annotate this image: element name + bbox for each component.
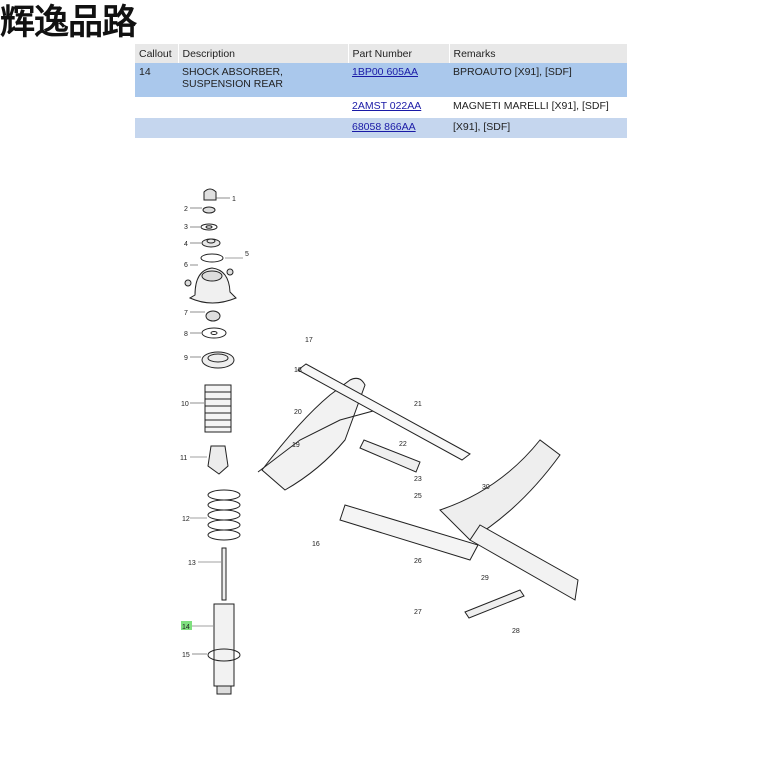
callout-label: 19 xyxy=(292,442,300,449)
callout-label: 3 xyxy=(184,224,188,231)
cell-remarks: MAGNETI MARELLI [X91], [SDF] xyxy=(449,97,627,118)
callout-label: 2 xyxy=(184,206,188,213)
callout-label: 22 xyxy=(399,441,407,448)
callout-label: 15 xyxy=(182,652,190,659)
callout-label: 26 xyxy=(414,558,422,565)
col-header-description: Description xyxy=(178,44,349,63)
callout-label: 11 xyxy=(180,455,187,462)
cell-description xyxy=(178,118,348,138)
callout-label: 28 xyxy=(512,628,520,635)
callout-label: 13 xyxy=(188,560,196,567)
callout-label: 10 xyxy=(181,401,189,408)
callout-label: 29 xyxy=(481,575,489,582)
callout-label: 16 xyxy=(312,541,320,548)
callout-label: 21 xyxy=(414,401,422,408)
col-header-part-number: Part Number xyxy=(348,44,450,63)
callout-label: 9 xyxy=(184,355,188,362)
cell-callout: 14 xyxy=(135,63,178,97)
callout-label: 30 xyxy=(482,484,490,491)
callout-label: 27 xyxy=(414,609,422,616)
cell-remarks: [X91], [SDF] xyxy=(449,118,627,138)
callout-label: 25 xyxy=(414,493,422,500)
part-number-link[interactable]: 2AMST 022AA xyxy=(352,100,422,112)
col-header-callout: Callout xyxy=(135,44,179,63)
cell-callout xyxy=(135,97,178,118)
part-number-link[interactable]: 1BP00 605AA xyxy=(352,66,418,78)
brand-watermark: 辉逸品路 xyxy=(0,3,137,43)
cell-callout xyxy=(135,118,178,138)
cell-description xyxy=(178,97,348,118)
cell-remarks: BPROAUTO [X91], [SDF] xyxy=(449,63,627,97)
table-header-row: Callout Description Part Number Remarks xyxy=(135,44,628,63)
highlight-marker xyxy=(181,621,192,630)
callout-label: 23 xyxy=(414,476,422,483)
callout-label: 20 xyxy=(294,409,302,416)
table-row[interactable]: 14 SHOCK ABSORBER, SUSPENSION REAR 1BP00… xyxy=(135,63,627,97)
callout-label: 8 xyxy=(184,331,188,338)
callout-label: 1 xyxy=(232,196,236,203)
callout-label: 18 xyxy=(294,367,302,374)
part-number-link[interactable]: 68058 866AA xyxy=(352,121,416,133)
callout-label-highlighted: 14 xyxy=(182,624,190,631)
callout-label: 7 xyxy=(184,310,188,317)
table-row[interactable]: 68058 866AA [X91], [SDF] xyxy=(135,118,627,138)
parts-table: Callout Description Part Number Remarks … xyxy=(135,44,628,138)
callout-label: 4 xyxy=(184,241,188,248)
callout-label: 17 xyxy=(305,337,313,344)
table-row[interactable]: 2AMST 022AA MAGNETI MARELLI [X91], [SDF] xyxy=(135,97,627,118)
col-header-remarks: Remarks xyxy=(449,44,628,63)
callout-label: 6 xyxy=(184,262,188,269)
callout-label: 5 xyxy=(245,251,249,258)
cell-description: SHOCK ABSORBER, SUSPENSION REAR xyxy=(178,63,348,97)
callout-label: 12 xyxy=(182,516,190,523)
